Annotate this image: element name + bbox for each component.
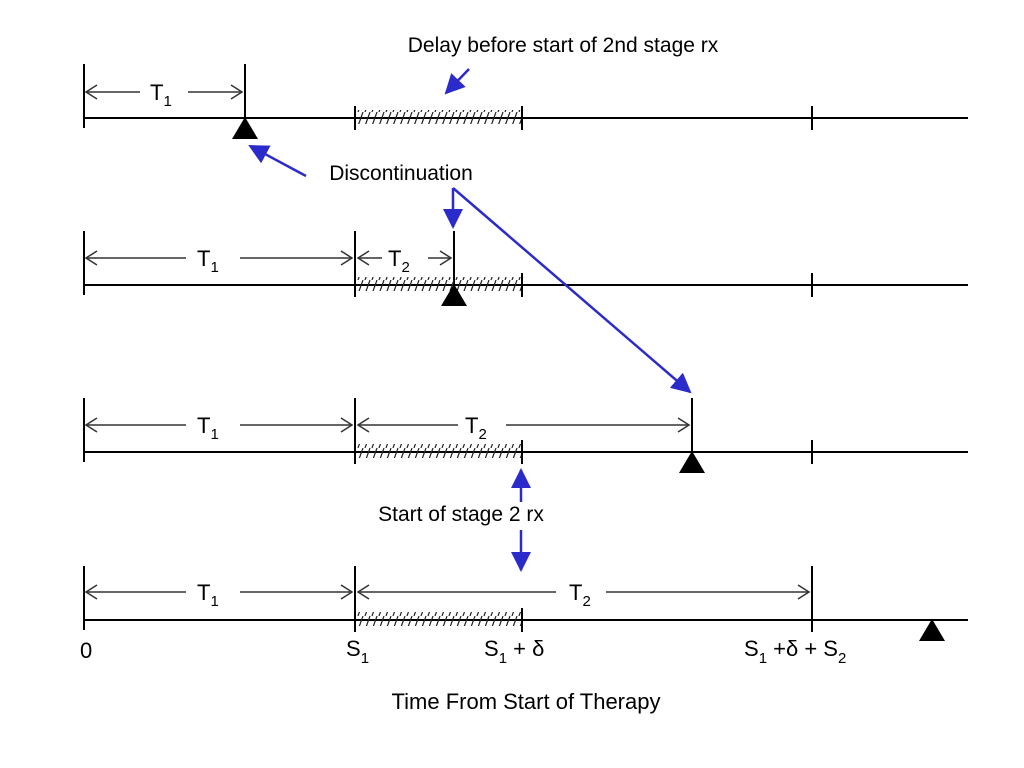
delay-hatch — [357, 277, 521, 291]
delay-hatch — [357, 444, 521, 458]
tick-label-end: S1 +δ + S2 — [744, 636, 846, 667]
t1-interval-arrow — [84, 250, 354, 266]
timeline-row-2: T1 T2 — [83, 231, 968, 306]
t1-label: T1 — [197, 413, 219, 443]
discontinuation-marker — [441, 284, 467, 306]
tick-label-zero: 0 — [80, 638, 92, 663]
event-marker — [919, 619, 945, 641]
discontinuation-arrow-row3 — [452, 187, 692, 394]
delay-arrow — [444, 68, 470, 95]
delay-annotation: Delay before start of 2nd stage rx — [408, 34, 719, 57]
discontinuation-marker — [232, 117, 258, 139]
t2-interval-arrow — [356, 417, 691, 433]
t1-interval-arrow — [84, 84, 244, 100]
t2-label: T2 — [569, 580, 591, 610]
t2-interval-arrow — [356, 584, 811, 600]
discontinuation-annotation: Discontinuation — [329, 162, 473, 185]
t2-label: T2 — [465, 413, 487, 443]
timeline-row-1: T1 — [83, 64, 968, 139]
tick-label-s1-delta: S1 + δ — [484, 636, 544, 667]
timeline-row-3: T1 T2 — [83, 398, 968, 473]
discontinuation-marker — [679, 451, 705, 473]
axis-title: Time From Start of Therapy — [392, 689, 661, 714]
discontinuation-arrow-row1 — [248, 144, 307, 178]
t1-label: T1 — [197, 246, 219, 276]
delay-hatch — [357, 612, 521, 626]
delay-hatch — [357, 110, 521, 124]
timeline-row-4: T1 T2 — [83, 566, 968, 641]
t1-interval-arrow — [84, 417, 354, 433]
tick-label-s1: S1 — [346, 636, 369, 667]
t1-interval-arrow — [84, 584, 354, 600]
stage2-start-annotation: Start of stage 2 rx — [378, 503, 544, 526]
t2-interval-arrow — [356, 250, 453, 266]
t1-label: T1 — [150, 80, 172, 110]
t1-label: T1 — [197, 580, 219, 610]
t2-label: T2 — [388, 246, 410, 276]
